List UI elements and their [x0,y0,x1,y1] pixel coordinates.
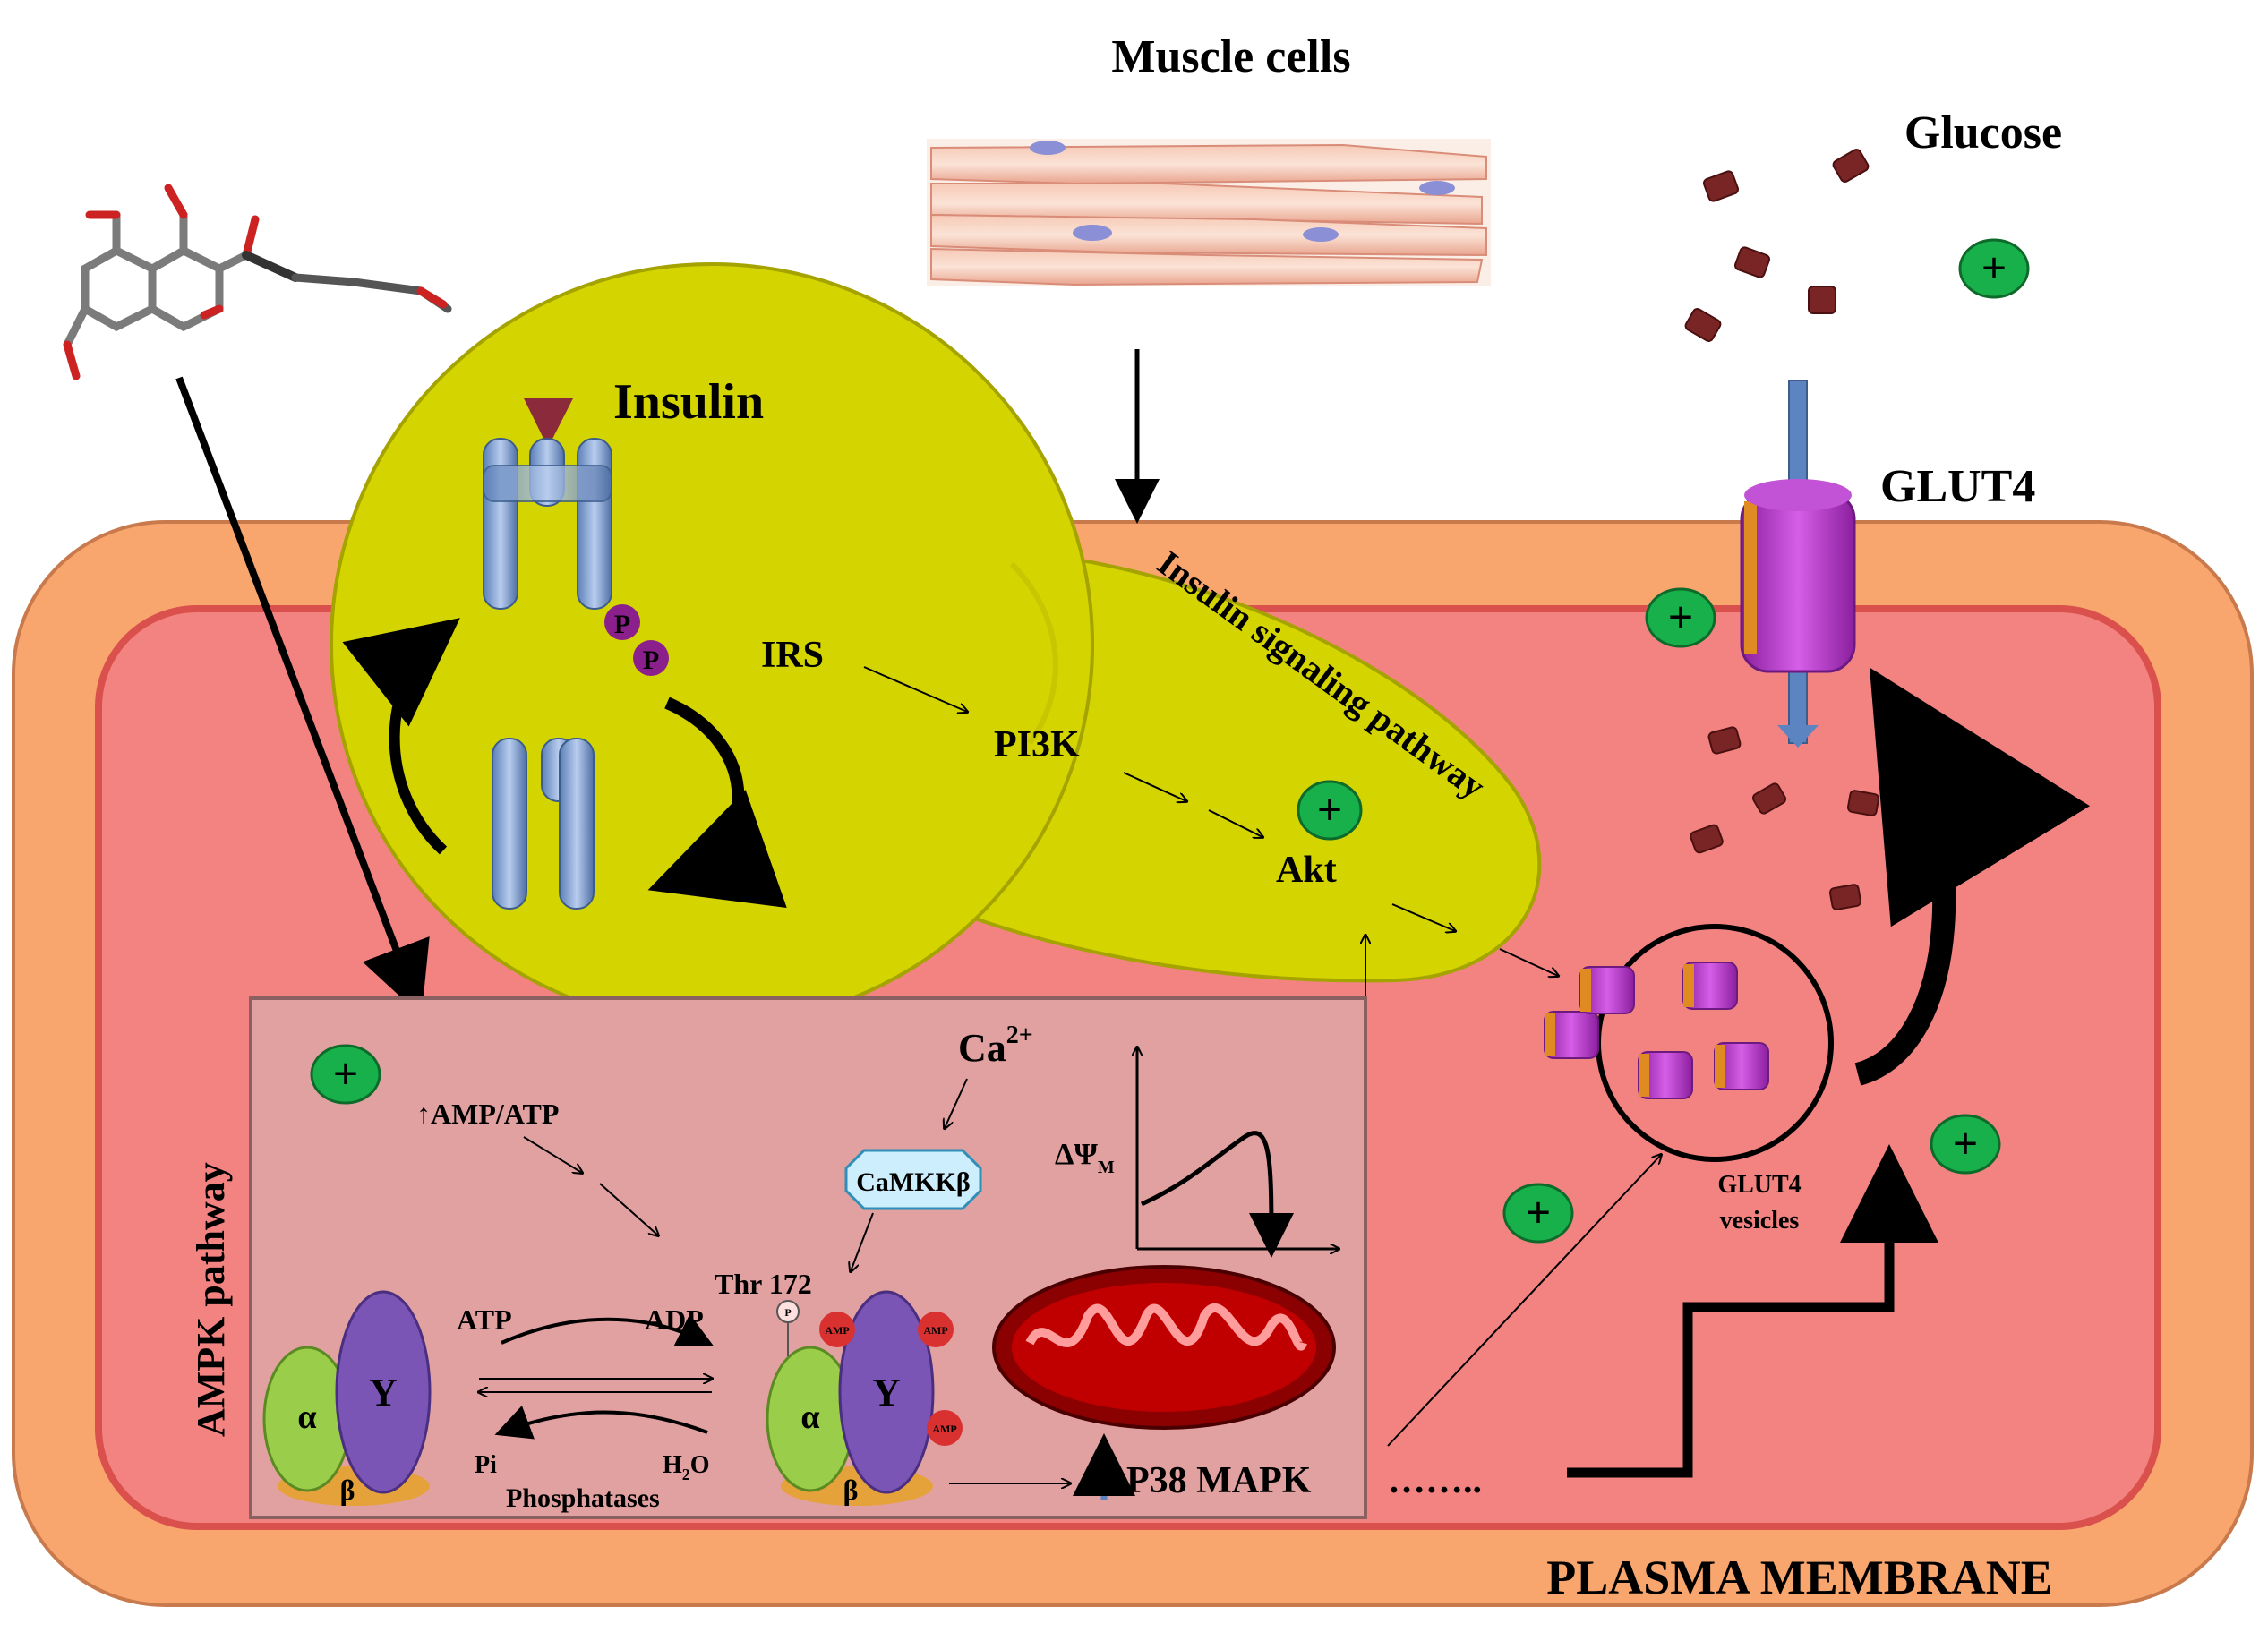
glut4-vesicles-label-1: GLUT4 [1717,1171,1801,1199]
irs-label: IRS [761,635,824,676]
staircase-arrow [1567,1144,1938,1478]
atp-adp-arrow [501,1313,715,1346]
ca-superscript: 2+ [1006,1021,1033,1049]
insulin-label: Insulin [613,374,764,430]
insulin-receptor-active [483,398,669,676]
amp-atp-label: ↑AMP/ATP [416,1098,559,1130]
molecule-to-ampk-arrow [175,376,430,1016]
akt-to-vesicles-arrow-1 [1391,903,1455,931]
atp-label: ATP [457,1303,512,1336]
h2o-h: H [663,1451,682,1479]
glut4-vesicles [1544,924,1834,1162]
muscle-cells-image [927,139,1491,286]
plus-badge-akt [1297,780,1363,841]
plus-sign-6: + [1953,1118,1979,1168]
glut4-label: GLUT4 [1880,461,2035,512]
pi3k-label: PI3K [994,724,1080,765]
adp-label: ADP [645,1303,704,1336]
dots-label: …….. [1388,1460,1482,1501]
delta-psi-subscript: M [1098,1158,1115,1177]
delta-psi-label: ΔΨM [1055,1138,1115,1177]
amp-label-2: AMP [923,1324,947,1337]
ca-label: Ca2+ [958,1021,1033,1070]
alpha-label-2: α [800,1398,819,1436]
receptor-p-label-2: P [643,645,659,675]
p38-mapk-label: P38 MAPK [1126,1460,1312,1501]
pi-label: Pi [475,1451,497,1479]
amp-atp-arrow-1 [523,1136,582,1173]
plus-badge-glut4 [1645,587,1716,648]
amp-atp-arrow-2 [599,1183,658,1235]
beta-label-1: β [340,1474,355,1506]
plus-sign-3: + [1317,784,1343,834]
delta-psi-base: ΔΨ [1055,1138,1098,1171]
membrane-potential-graph [1137,1047,1339,1258]
plus-badge-ampk [310,1044,381,1105]
plus-sign-1: + [1981,243,2007,293]
plus-sign-2: + [1668,592,1694,642]
glucose-label: Glucose [1904,107,2062,158]
amp-label-1: AMP [825,1324,849,1337]
h2o-label: H2O [663,1451,710,1483]
h2o-sub: 2 [682,1466,690,1483]
ampk-complex-active [766,1290,963,1506]
phosphatases-label: Phosphatases [506,1483,660,1513]
camkk-badge [844,1149,982,1210]
glut4-transporter [1740,380,1856,748]
translocation-arrow [1853,667,2090,1086]
plus-badge-staircase [1930,1114,2001,1175]
receptor-p-label-1: P [614,610,630,639]
amp-label-3: AMP [932,1423,956,1435]
pi3k-to-akt-arrow-1 [1123,772,1186,801]
muscle-cells-label: Muscle cells [1111,31,1350,82]
phospho-small-label: P [784,1306,791,1319]
flavonoid-molecule-icon [63,184,452,380]
plus-sign-5: + [1526,1187,1552,1237]
pi3k-to-akt-arrow-2 [1208,809,1262,837]
plus-badge-glucose [1958,238,2030,299]
akt-to-vesicles-arrow-2 [1499,948,1558,976]
ca-base: Ca [958,1026,1006,1070]
pi-h2o-arrow [494,1406,708,1440]
receptor-cycle-arrow-left [342,618,460,855]
glut4-vesicles-label-2: vesicles [1720,1207,1800,1235]
mitochondria-icon [992,1265,1336,1430]
ampk-complex-inactive [262,1290,432,1506]
gamma-label-2: Y [872,1371,901,1415]
insulin-receptor-inactive [492,738,595,910]
camkk-to-thr172-arrow [851,1212,874,1271]
gamma-label-1: Y [369,1371,398,1415]
h2o-o: O [690,1451,710,1479]
plus-sign-4: + [333,1048,359,1098]
plus-badge-vesicles [1502,1183,1574,1244]
plus-badges [310,238,2030,1244]
camkk-label: CaMKKβ [856,1167,970,1197]
beta-label-2: β [843,1474,859,1506]
p38-to-vesicles-arrow [1387,1155,1661,1447]
alpha-label-1: α [297,1398,316,1436]
irs-to-pi3k-arrow [863,666,967,712]
plasma-membrane-label: PLASMA MEMBRANE [1546,1551,2053,1604]
receptor-cycle-arrow-right [647,697,787,908]
ampk-pathway-label: AMPK pathway [189,1162,233,1437]
ca-to-camkk-arrow [945,1078,968,1128]
thr172-label: Thr 172 [715,1268,812,1300]
akt-label: Akt [1276,850,1337,891]
